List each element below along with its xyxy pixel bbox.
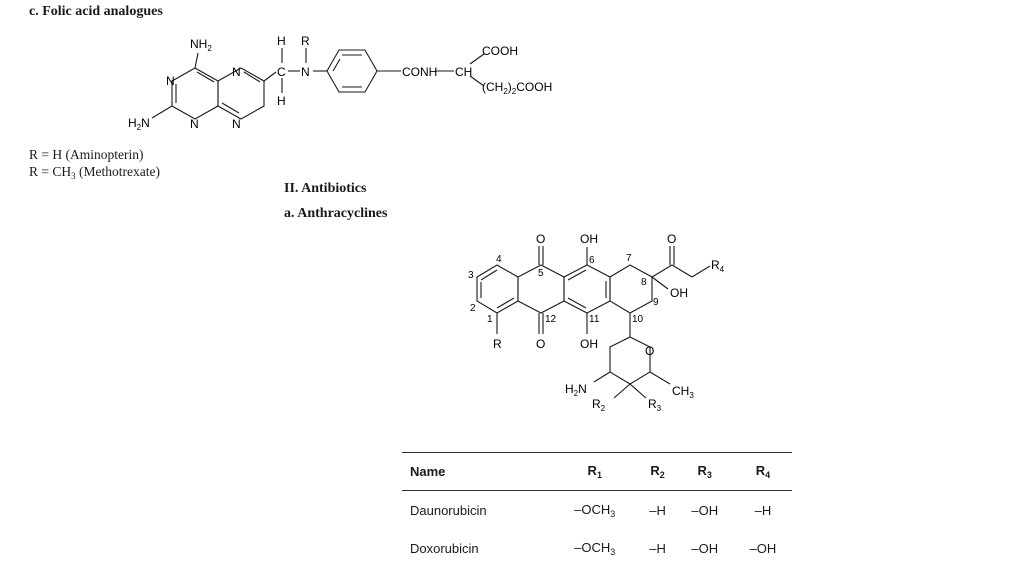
header-r2: R2 xyxy=(639,452,676,491)
cell-r2: –H xyxy=(649,540,666,556)
bond-sugar-ch3 xyxy=(649,371,671,385)
label-h2n-sugar: H2N xyxy=(565,382,587,398)
position-number: 4 xyxy=(496,254,502,265)
table-row: Daunorubicin –OCH3 –H –OH –H xyxy=(402,491,792,530)
position-number: 2 xyxy=(470,303,476,314)
label-r-top: R xyxy=(301,34,310,48)
position-number: 3 xyxy=(468,270,474,281)
label-o-ring: O xyxy=(645,344,654,358)
header-r3: R3 xyxy=(675,452,734,491)
label-o-ketone: O xyxy=(667,232,676,246)
substituent-table: Name R1 R2 R3 R4 Daunorubicin –OCH3 –H –… xyxy=(402,452,792,567)
position-number: 5 xyxy=(538,268,544,279)
ring-c-double xyxy=(567,269,587,281)
label-h-bottom: H xyxy=(277,94,286,108)
label-c: C xyxy=(277,65,286,79)
label-oh-8: OH xyxy=(670,286,688,300)
bond-ch-chain xyxy=(469,75,485,87)
bond-nh2 xyxy=(194,52,199,69)
label-cooh: COOH xyxy=(482,44,518,58)
cell-name: Daunorubicin xyxy=(410,502,487,518)
label-ch2-chain: (CH2)2COOH xyxy=(482,80,552,96)
bond-h2n xyxy=(151,105,173,119)
table-header-row: Name R1 R2 R3 R4 xyxy=(402,452,792,491)
header-r4: R4 xyxy=(733,452,792,491)
bond-ch2 xyxy=(263,71,277,82)
position-number: 9 xyxy=(653,297,659,308)
ring-a xyxy=(476,264,519,314)
label-n-center: N xyxy=(301,65,310,79)
section-heading-anthracyclines: a. Anthracyclines xyxy=(284,206,388,221)
section-heading-folic-acid: c. Folic acid analogues xyxy=(29,4,163,19)
sugar-ring xyxy=(609,336,651,385)
bond-co-ch2 xyxy=(671,264,693,278)
label-oh-bottom: OH xyxy=(580,337,598,351)
label-o-bottom: O xyxy=(536,337,545,351)
header-name: Name xyxy=(402,452,550,491)
position-number: 11 xyxy=(589,314,600,325)
bond-c8-co xyxy=(651,264,673,278)
anthracycline-table: Name R1 R2 R3 R4 Daunorubicin –OCH3 –H –… xyxy=(402,452,792,567)
cell-r1: –OCH3 xyxy=(574,539,616,557)
cell-r3: –OH xyxy=(691,540,719,556)
pyr-double-bond xyxy=(196,71,215,83)
table-row: Doxorubicin –OCH3 –H –OH –OH xyxy=(402,529,792,567)
label-r: R xyxy=(493,337,502,351)
bond-ch2-r4 xyxy=(691,265,711,278)
label-o-top: O xyxy=(536,232,545,246)
r-definition-methotrexate: R = CH3 (Methotrexate) xyxy=(29,164,160,181)
label-h-top: H xyxy=(277,34,286,48)
r-definition-aminopterin: R = H (Aminopterin) xyxy=(29,147,144,162)
label-n: N xyxy=(232,65,241,79)
ring-d xyxy=(609,264,653,314)
bond-c8-oh xyxy=(651,276,669,290)
label-h2n: H2N xyxy=(128,116,150,132)
label-n: N xyxy=(166,74,175,88)
cell-r3: –OH xyxy=(691,502,719,518)
ring-a-double xyxy=(496,297,515,309)
position-number: 6 xyxy=(589,255,595,266)
label-r2: R2 xyxy=(592,397,606,413)
bond-sugar-nh2 xyxy=(593,371,611,383)
label-n: N xyxy=(190,117,199,131)
label-r4: R4 xyxy=(711,258,725,274)
bond-sugar-r3 xyxy=(629,383,647,399)
label-ch3: CH3 xyxy=(672,384,694,400)
cell-r4: –H xyxy=(754,502,772,518)
position-number: 1 xyxy=(487,314,493,325)
label-nh2-top: NH2 xyxy=(190,37,212,53)
position-number: 10 xyxy=(632,314,644,325)
cell-name: Doxorubicin xyxy=(410,540,479,556)
label-conh: CONH xyxy=(402,65,437,79)
pyz-double-bond xyxy=(221,102,240,114)
ring-a-double xyxy=(480,269,498,281)
section-heading-antibiotics: II. Antibiotics xyxy=(284,181,367,196)
ring-c xyxy=(563,264,611,314)
pyrazine-ring xyxy=(217,67,265,120)
label-r3: R3 xyxy=(648,397,662,413)
bond-ch-cooh xyxy=(469,53,485,65)
position-number: 12 xyxy=(545,314,557,325)
label-ch: CH xyxy=(455,65,472,79)
pyz-double-bond xyxy=(243,71,261,83)
label-oh-top: OH xyxy=(580,232,598,246)
position-number: 7 xyxy=(626,253,632,264)
bond-sugar-r2 xyxy=(613,383,631,399)
cell-r2: –H xyxy=(649,502,666,518)
label-n: N xyxy=(232,117,241,131)
benz-double-bond xyxy=(332,58,341,72)
cell-r1: –OCH3 xyxy=(574,501,616,519)
ring-c-double xyxy=(567,297,587,309)
header-r1: R1 xyxy=(550,452,640,491)
cell-r4: –OH xyxy=(749,540,777,556)
position-number: 8 xyxy=(641,277,647,288)
